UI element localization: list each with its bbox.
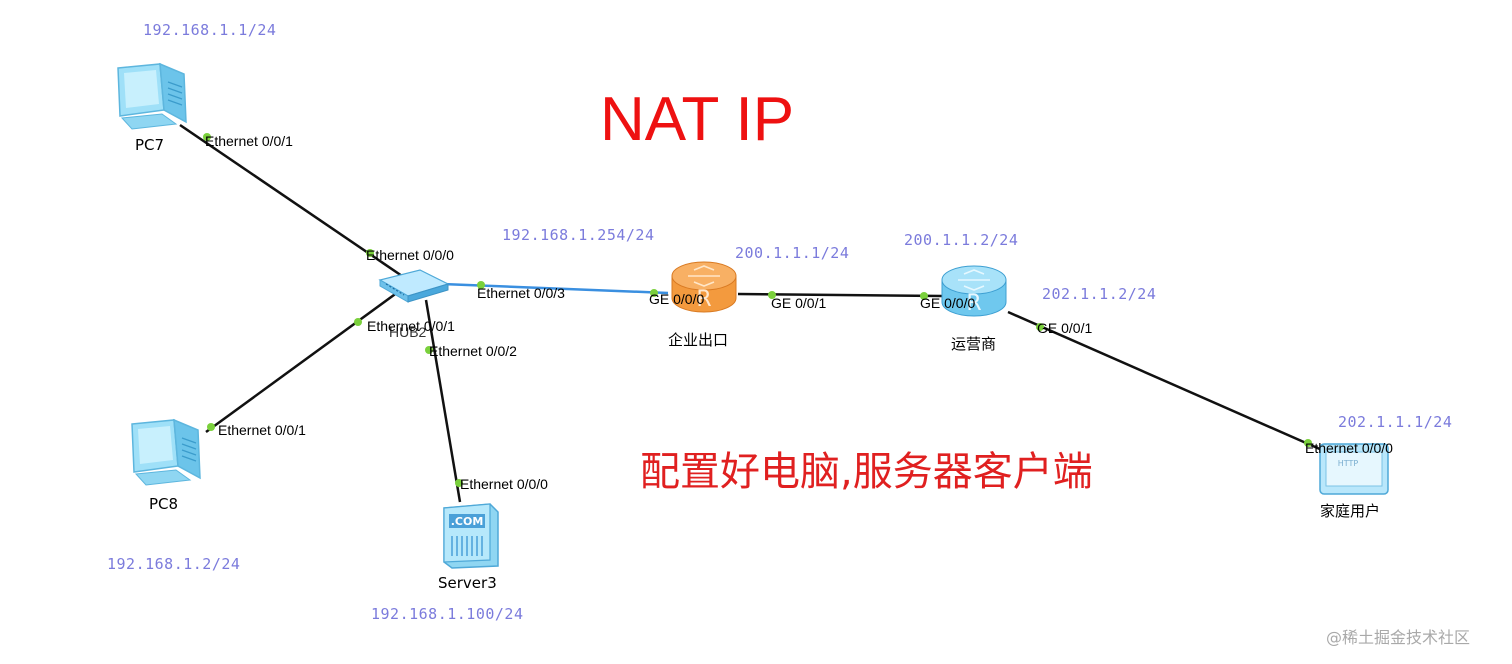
port-dot	[354, 318, 362, 326]
server-ip: 192.168.1.100/24	[371, 605, 524, 623]
pc8-ip: 192.168.1.2/24	[107, 555, 241, 573]
http-client-icon: HTTP	[1319, 443, 1389, 495]
port-dot	[207, 423, 215, 431]
server-device[interactable]: .COM	[438, 500, 504, 570]
port-dot	[477, 281, 485, 289]
server-name: Server3	[438, 574, 497, 592]
port-dot	[768, 291, 776, 299]
port-dot	[650, 289, 658, 297]
server-port-label: Ethernet 0/0/0	[460, 476, 548, 492]
home-user-ip: 202.1.1.1/24	[1338, 413, 1453, 431]
hub-port3-label: Ethernet 0/0/3	[477, 285, 565, 301]
watermark: @稀土掘金技术社区	[1326, 628, 1471, 647]
svg-text:HTTP: HTTP	[1338, 459, 1359, 468]
pc-icon	[117, 62, 187, 130]
pc8-port-label: Ethernet 0/0/1	[218, 422, 306, 438]
home-user-port-label: Ethernet 0/0/0	[1305, 440, 1393, 456]
hub-device[interactable]	[378, 268, 450, 304]
enterprise-router-ge0-label: GE 0/0/0	[649, 291, 705, 307]
isp-router-name: 运营商	[951, 335, 997, 353]
port-dot	[203, 133, 211, 141]
pc-icon	[131, 418, 201, 486]
enterprise-router-ge1-label: GE 0/0/1	[771, 295, 827, 311]
home-user-name: 家庭用户	[1320, 502, 1381, 520]
enterprise-router-lan-ip: 192.168.1.254/24	[502, 226, 655, 244]
router-icon: R	[941, 265, 1007, 317]
link-server-hub	[424, 299, 462, 503]
pc7-ip: 192.168.1.1/24	[143, 21, 277, 39]
svg-text:R: R	[696, 287, 711, 312]
pc8-device[interactable]	[126, 418, 206, 488]
link-isp-home	[1007, 310, 1323, 452]
port-dot	[425, 346, 433, 354]
isp-router-wan-ip: 200.1.1.2/24	[904, 231, 1019, 249]
isp-router-ge1-label: GE 0/0/1	[1037, 320, 1093, 336]
enterprise-router-device[interactable]: R	[668, 258, 740, 318]
home-user-device[interactable]: HTTP	[1318, 442, 1390, 498]
hub-name: HUB2	[389, 324, 427, 340]
port-dot	[920, 292, 928, 300]
pc7-name: PC7	[135, 136, 165, 154]
port-dot	[455, 479, 463, 487]
pc7-device[interactable]	[112, 62, 192, 132]
annotation-note: 配置好电脑,服务器客户端	[640, 449, 1093, 495]
enterprise-router-name: 企业出口	[668, 331, 729, 349]
isp-router-device[interactable]: R	[938, 262, 1010, 322]
hub-port2-label: Ethernet 0/0/2	[429, 343, 517, 359]
diagram-title: NAT IP	[600, 85, 795, 154]
router-icon: R	[671, 261, 737, 313]
isp-router-home-ip: 202.1.1.2/24	[1042, 285, 1157, 303]
port-dot	[1036, 323, 1044, 331]
server-icon: .COM	[443, 503, 499, 569]
enterprise-router-wan-ip: 200.1.1.1/24	[735, 244, 850, 262]
svg-text:R: R	[966, 291, 981, 316]
pc7-port-label: Ethernet 0/0/1	[205, 133, 293, 149]
link-pc8-hub	[205, 290, 399, 434]
hub-port0-label: Ethernet 0/0/0	[366, 247, 454, 263]
hub-port1-label: Ethernet 0/0/1	[367, 318, 455, 334]
port-dot	[1304, 439, 1312, 447]
hub-icon	[378, 269, 450, 303]
isp-router-ge0-label: GE 0/0/0	[920, 295, 976, 311]
svg-text:.COM: .COM	[451, 515, 484, 528]
port-dot	[366, 249, 374, 257]
pc8-name: PC8	[149, 495, 179, 513]
